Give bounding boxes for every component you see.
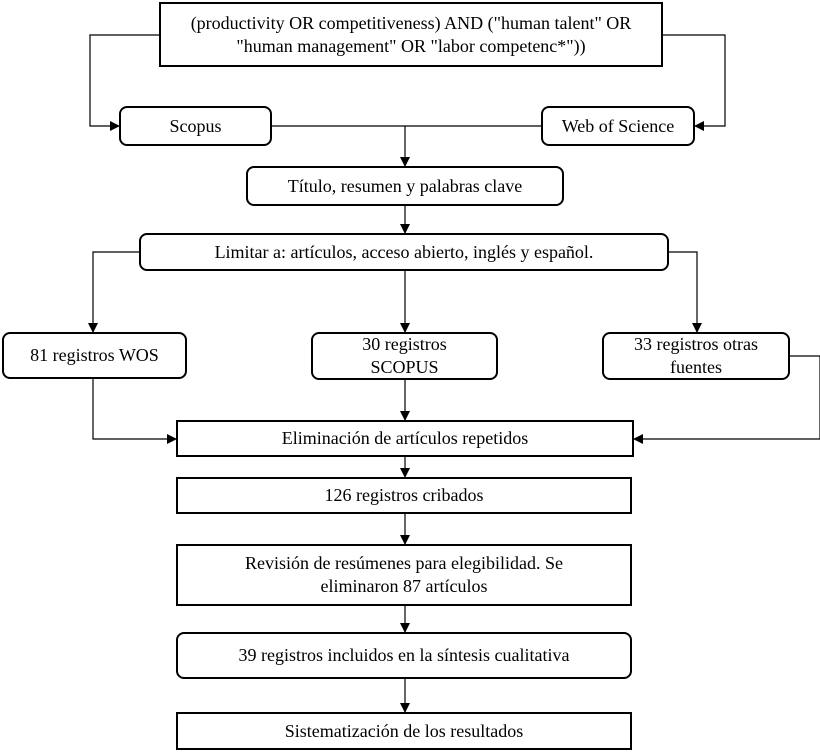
arrow-limit-to-wos-records [88,251,139,333]
arrow-limit-to-other-records [669,251,702,333]
title-abstract-keywords-box: Título, resumen y palabras clave [246,166,564,206]
screened-records-box: 126 registros cribados [176,477,632,514]
arrow-query-to-scopus [89,34,159,131]
search-query-box: (productivity OR competitiveness) AND ("… [159,2,663,67]
scopus-box: Scopus [119,106,272,146]
limit-filter-box: Limitar a: artículos, acceso abierto, in… [139,233,669,271]
arrow-query-to-wos [663,34,726,131]
web-of-science-box: Web of Science [541,106,695,146]
included-records-box: 39 registros incluidos en la síntesis cu… [176,632,632,679]
other-sources-records-box: 33 registros otras fuentes [602,332,790,380]
scopus-records-box: 30 registros SCOPUS [311,332,498,380]
systematization-box: Sistematización de los resultados [176,712,632,750]
wos-records-box: 81 registros WOS [2,332,187,379]
arrow-wos-records-to-dedup [92,379,177,444]
arrow-other-records-to-dedup [633,355,820,444]
duplicate-removal-box: Eliminación de artículos repetidos [176,420,634,457]
abstract-review-box: Revisión de resúmenes para elegibilidad.… [176,544,632,606]
